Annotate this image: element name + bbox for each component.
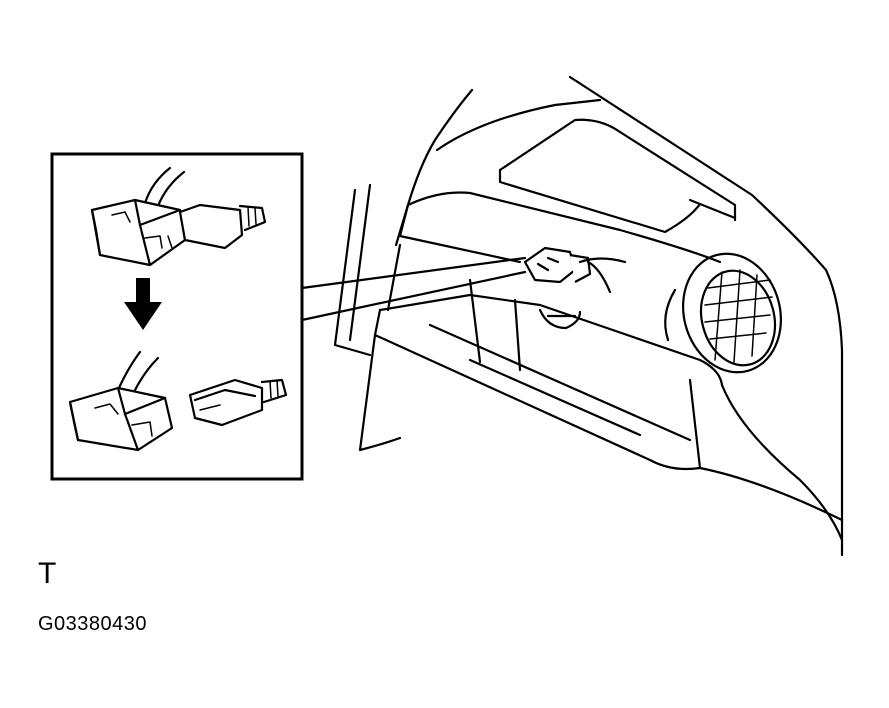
installed-connector (523, 246, 627, 294)
corner-mark: T (38, 557, 57, 590)
glove-box (358, 278, 844, 542)
air-vent (664, 252, 782, 374)
down-arrow-icon (124, 278, 162, 330)
inset-detail (50, 152, 304, 481)
dashboard-panel (333, 75, 844, 557)
figure-code: G03380430 (38, 613, 148, 635)
callout-leaders (300, 256, 527, 322)
connector-connected (90, 166, 267, 267)
connector-disconnected (68, 350, 288, 452)
